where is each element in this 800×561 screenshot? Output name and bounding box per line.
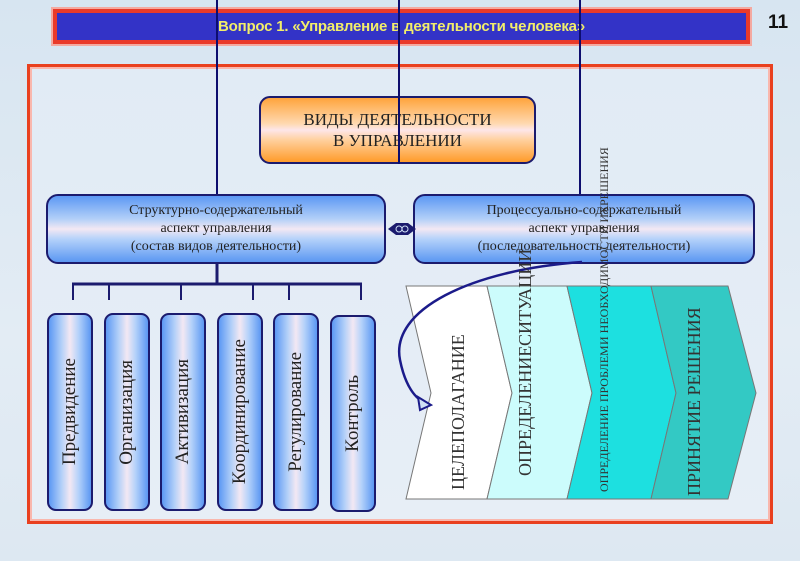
slide-title: Вопрос 1. «Управление в деятельности чел… — [218, 18, 585, 35]
activity-regulation: Регулирование — [273, 313, 319, 511]
process-line-3: (последовательность деятельности) — [477, 239, 691, 254]
stage-label-problems: ОПРЕДЕЛЕНИЕ ПРОБЛЕМ И НЕОБХОДИМОСТИ ИХ Р… — [597, 147, 612, 492]
stage-line: ЦЕЛЕПОЛАГАНИЕ — [448, 334, 468, 490]
connector-line — [398, 0, 400, 100]
stage-line: СИТУАЦИИ — [515, 248, 535, 346]
connector-line — [216, 0, 218, 196]
connector-line — [579, 0, 581, 196]
structural-line-3: (состав видов деятельности) — [130, 239, 302, 254]
root-line-2: В УПРАВЛЕНИИ — [333, 131, 462, 150]
structural-line-2: аспект управления — [160, 221, 272, 236]
process-line-2: аспект управления — [528, 221, 640, 236]
connector-line — [398, 96, 400, 164]
stage-line: И НЕОБХОДИМОСТИ ИХ — [597, 205, 611, 346]
structural-line-1: Структурно-содержательный — [129, 203, 303, 218]
title-bar: Вопрос 1. «Управление в деятельности чел… — [53, 9, 750, 44]
process-line-1: Процессуально-содержательный — [486, 203, 682, 218]
arrow-head-icon — [416, 395, 434, 412]
root-node: ВИДЫ ДЕЯТЕЛЬНОСТИ В УПРАВЛЕНИИ — [259, 96, 536, 164]
stage-line: РЕШЕНИЯ — [597, 146, 611, 206]
stage-label-decision: ПРИНЯТИЕ РЕШЕНИЯ — [684, 286, 704, 496]
stage-decision — [650, 285, 757, 500]
activity-activation: Активизация — [160, 313, 206, 511]
activity-coordination: Координирование — [217, 313, 263, 511]
curved-arrow — [397, 260, 583, 406]
stage-line: ПРИНЯТИЕ РЕШЕНИЯ — [684, 307, 704, 496]
process-aspect-node: Процессуально-содержательный аспект упра… — [413, 194, 755, 264]
stage-line: ОПРЕДЕЛЕНИЕ — [515, 345, 535, 476]
stage-label-goal-setting: ЦЕЛЕПОЛАГАНИЕ — [448, 300, 468, 490]
slide-number: 11 — [768, 12, 789, 33]
bidirectional-connector-icon — [388, 223, 416, 235]
connector-line — [216, 0, 218, 50]
stage-label-situation: ОПРЕДЕЛЕНИЕ СИТУАЦИИ — [515, 248, 536, 476]
activity-control: Контроль — [330, 315, 376, 512]
connector-line — [579, 0, 581, 50]
connector-line — [398, 0, 400, 50]
root-line-1: ВИДЫ ДЕЯТЕЛЬНОСТИ — [303, 110, 492, 129]
structural-aspect-node: Структурно-содержательный аспект управле… — [46, 194, 386, 264]
activity-organization: Организация — [104, 313, 150, 511]
activity-forecasting: Предвидение — [47, 313, 93, 511]
stage-line: ОПРЕДЕЛЕНИЕ ПРОБЛЕМ — [597, 345, 611, 492]
